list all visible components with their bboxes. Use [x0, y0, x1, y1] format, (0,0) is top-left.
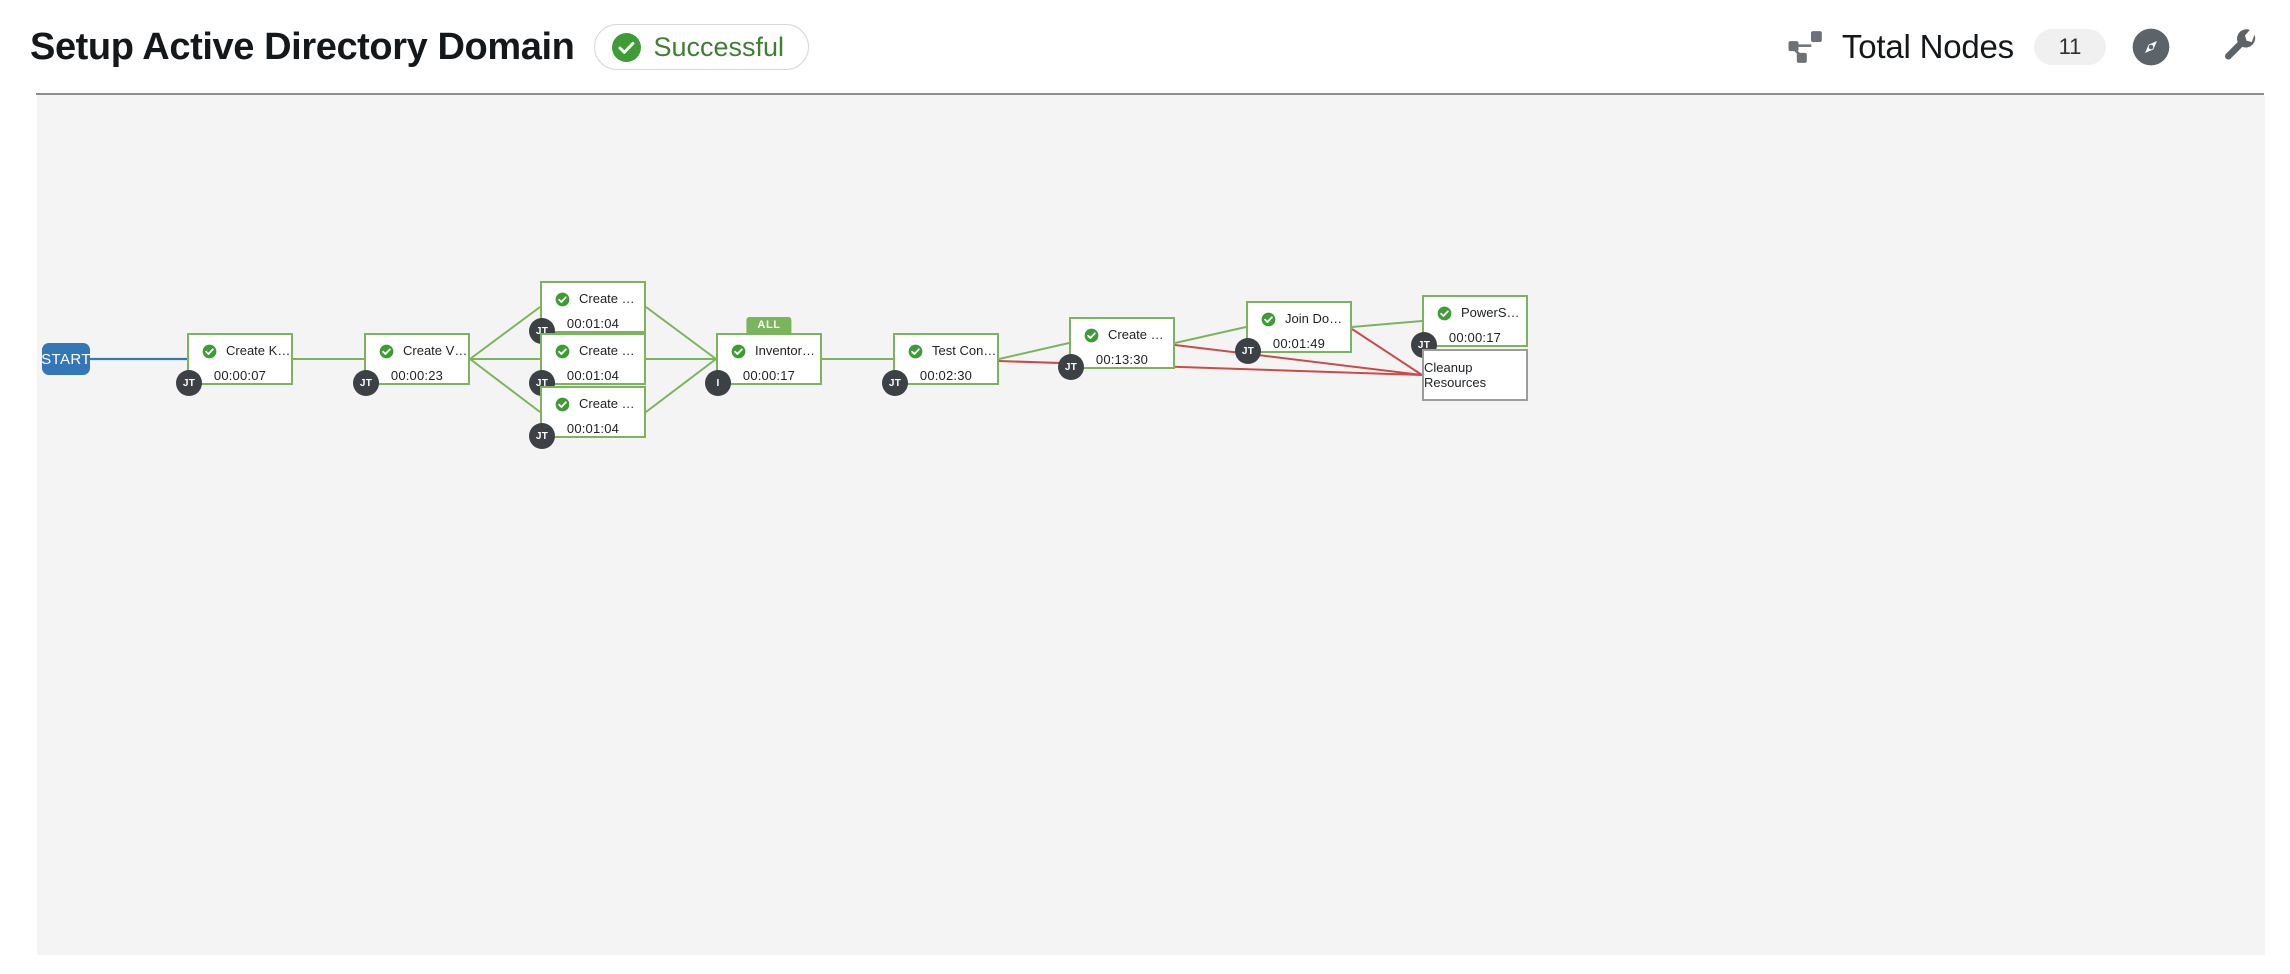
node-header-row: Create Computer (1): [542, 335, 644, 359]
node-create-keypair[interactable]: Create Keypair 00:00:07 JT: [176, 333, 293, 396]
node-label: Join Domain: [1285, 312, 1350, 327]
node-create-computer-2[interactable]: Create Computer (2) 00:01:04 JT: [529, 386, 646, 449]
check-circle-icon: [555, 344, 570, 359]
check-circle-icon: [555, 397, 570, 412]
total-nodes-count: 11: [2034, 29, 2106, 65]
page-title: Setup Active Directory Domain: [30, 26, 575, 68]
node-duration: 00:00:23: [390, 368, 444, 383]
node-badge[interactable]: I: [705, 370, 731, 396]
node-badge[interactable]: JT: [1235, 338, 1261, 364]
node-duration: 00:00:17: [1448, 330, 1502, 345]
header-left-group: Setup Active Directory Domain Successful: [30, 0, 810, 94]
node-label: Test Connectivity: [932, 344, 997, 359]
start-node-label: START: [41, 350, 91, 368]
status-badge: Successful: [594, 24, 810, 70]
total-nodes-label: Total Nodes: [1841, 28, 2014, 65]
node-duration: 00:00:07: [213, 368, 267, 383]
node-duration: 00:00:17: [742, 368, 796, 383]
check-circle-icon: [731, 344, 746, 359]
wrench-icon[interactable]: [2220, 26, 2262, 68]
node-duration: 00:01:04: [566, 316, 620, 331]
node-header-row: Create Computer (2): [542, 388, 644, 412]
node-label: Create VPC: [403, 344, 468, 359]
workflow-canvas[interactable]: START Create Keypair 00:00:07 JT: [37, 95, 2265, 955]
status-badge-label: Successful: [653, 31, 785, 62]
node-powershell-validation[interactable]: PowerShell Validation 00:00:17 JT: [1411, 295, 1528, 358]
node-header-row: Create Keypair: [189, 335, 291, 359]
node-duration: 00:01:04: [566, 421, 620, 436]
node-create-domain-controller[interactable]: Create Domain Contr... 00:01:04 JT: [529, 281, 646, 344]
node-label: Create Domain Contr...: [579, 292, 644, 307]
node-duration: 00:01:04: [566, 368, 620, 383]
node-header-row: Join Domain: [1248, 303, 1350, 327]
node-duration: 00:13:30: [1095, 352, 1149, 367]
node-badge[interactable]: JT: [353, 370, 379, 396]
node-badge[interactable]: JT: [882, 370, 908, 396]
check-circle-icon: [1261, 312, 1276, 327]
node-header-row: Create VPC: [366, 335, 468, 359]
check-circle-icon: [1084, 328, 1099, 343]
node-inventory-sync[interactable]: ALL Inventory Sync 00:00:17 I: [705, 317, 822, 396]
node-cleanup-resources[interactable]: Cleanup Resources: [1422, 349, 1528, 401]
sitemap-icon: [1786, 27, 1826, 67]
check-circle-icon: [379, 344, 394, 359]
node-label: Cleanup Resources: [1424, 360, 1487, 390]
check-circle-icon: [555, 292, 570, 307]
node-header-row: Test Connectivity: [895, 335, 997, 359]
node-test-connectivity[interactable]: Test Connectivity 00:02:30 JT: [882, 333, 999, 396]
node-label: Create Computer (2): [579, 397, 644, 412]
header-divider: [36, 93, 2264, 95]
node-header-row: Create Domain: [1071, 319, 1173, 343]
node-label: Create Computer (1): [579, 344, 644, 359]
node-badge[interactable]: JT: [176, 370, 202, 396]
node-label: Inventory Sync: [755, 344, 820, 359]
node-badge[interactable]: JT: [1058, 354, 1084, 380]
node-label: Create Keypair: [226, 344, 291, 359]
node-header-row: PowerShell Validation: [1424, 297, 1526, 321]
node-duration: 00:02:30: [919, 368, 973, 383]
node-create-domain[interactable]: Create Domain 00:13:30 JT: [1058, 317, 1175, 380]
node-create-computer-1[interactable]: Create Computer (1) 00:01:04 JT: [529, 333, 646, 396]
node-header-row: Create Domain Contr...: [542, 283, 644, 307]
node-label: PowerShell Validation: [1461, 306, 1526, 321]
node-header-row: Inventory Sync: [718, 335, 820, 359]
node-duration: 00:01:49: [1272, 336, 1326, 351]
compass-icon[interactable]: [2130, 26, 2172, 68]
workflow-edges: [90, 306, 1423, 413]
page-header: Setup Active Directory Domain Successful: [0, 0, 2290, 95]
check-circle-icon: [908, 344, 923, 359]
total-nodes-group: Total Nodes 11: [1786, 27, 2106, 67]
check-circle-icon: [1437, 306, 1452, 321]
node-label: Create Domain: [1108, 328, 1173, 343]
node-tag-all: ALL: [746, 317, 792, 334]
node-join-domain[interactable]: Join Domain 00:01:49 JT: [1235, 301, 1352, 364]
node-create-vpc[interactable]: Create VPC 00:00:23 JT: [353, 333, 470, 396]
node-badge[interactable]: JT: [529, 423, 555, 449]
header-right-group: Total Nodes 11: [1786, 0, 2262, 94]
check-circle-icon: [202, 344, 217, 359]
start-node[interactable]: START: [41, 343, 91, 375]
check-circle-icon: [612, 32, 642, 62]
